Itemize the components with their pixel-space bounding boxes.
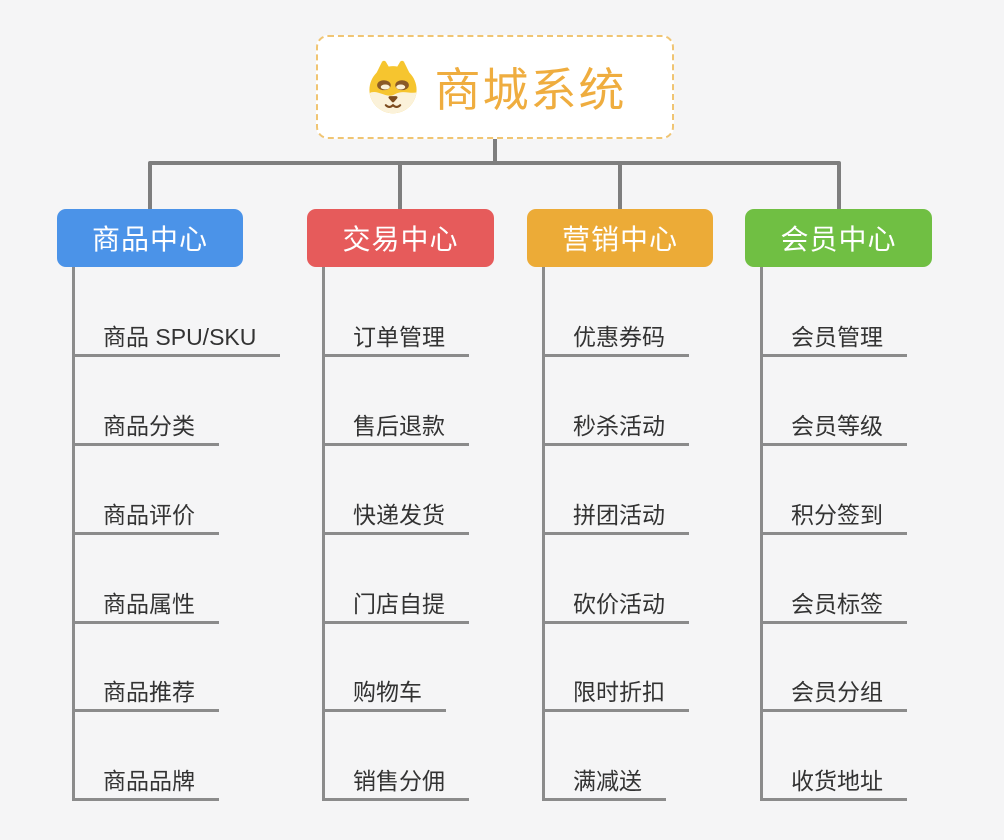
branch-bus-line xyxy=(148,161,841,209)
leaf-node[interactable]: 积分签到 xyxy=(760,500,907,535)
leaf-node[interactable]: 收货地址 xyxy=(760,766,907,801)
branch-node-trade-center[interactable]: 交易中心 xyxy=(307,209,494,267)
branch-label: 交易中心 xyxy=(342,224,459,255)
branch-node-member-center[interactable]: 会员中心 xyxy=(745,209,932,267)
leaf-node[interactable]: 商品评价 xyxy=(72,500,219,535)
leaf-node[interactable]: 商品 SPU/SKU xyxy=(72,322,281,357)
leaf-node[interactable]: 购物车 xyxy=(322,677,446,712)
leaf-node[interactable]: 满减送 xyxy=(542,766,666,801)
leaf-node[interactable]: 销售分佣 xyxy=(322,766,469,801)
leaf-node[interactable]: 砍价活动 xyxy=(542,589,689,624)
leaf-node[interactable]: 商品属性 xyxy=(72,589,219,624)
leaf-node[interactable]: 拼团活动 xyxy=(542,500,689,535)
leaf-node[interactable]: 售后退款 xyxy=(322,411,469,446)
leaf-node[interactable]: 会员分组 xyxy=(760,677,907,712)
leaf-node[interactable]: 快递发货 xyxy=(322,500,469,535)
branch-label: 会员中心 xyxy=(780,224,897,255)
leaf-node[interactable]: 商品品牌 xyxy=(72,766,219,801)
branch-node-marketing-center[interactable]: 营销中心 xyxy=(527,209,713,267)
leaf-node[interactable]: 门店自提 xyxy=(322,589,469,624)
leaf-node[interactable]: 秒杀活动 xyxy=(542,411,689,446)
leaf-node[interactable]: 会员等级 xyxy=(760,411,907,446)
leaf-node[interactable]: 会员管理 xyxy=(760,322,907,357)
branch-label: 营销中心 xyxy=(561,224,678,255)
shiba-dog-icon xyxy=(364,58,422,116)
leaf-node[interactable]: 商品推荐 xyxy=(72,677,219,712)
leaf-node[interactable]: 会员标签 xyxy=(760,589,907,624)
branch-label: 商品中心 xyxy=(91,224,208,255)
branch-node-product-center[interactable]: 商品中心 xyxy=(57,209,243,267)
root-node[interactable]: 商城系统 xyxy=(316,35,674,139)
leaf-node[interactable]: 优惠券码 xyxy=(542,322,689,357)
root-title: 商城系统 xyxy=(434,64,627,116)
leaf-node[interactable]: 限时折扣 xyxy=(542,677,689,712)
leaf-node[interactable]: 订单管理 xyxy=(322,322,469,357)
leaf-node[interactable]: 商品分类 xyxy=(72,411,219,446)
